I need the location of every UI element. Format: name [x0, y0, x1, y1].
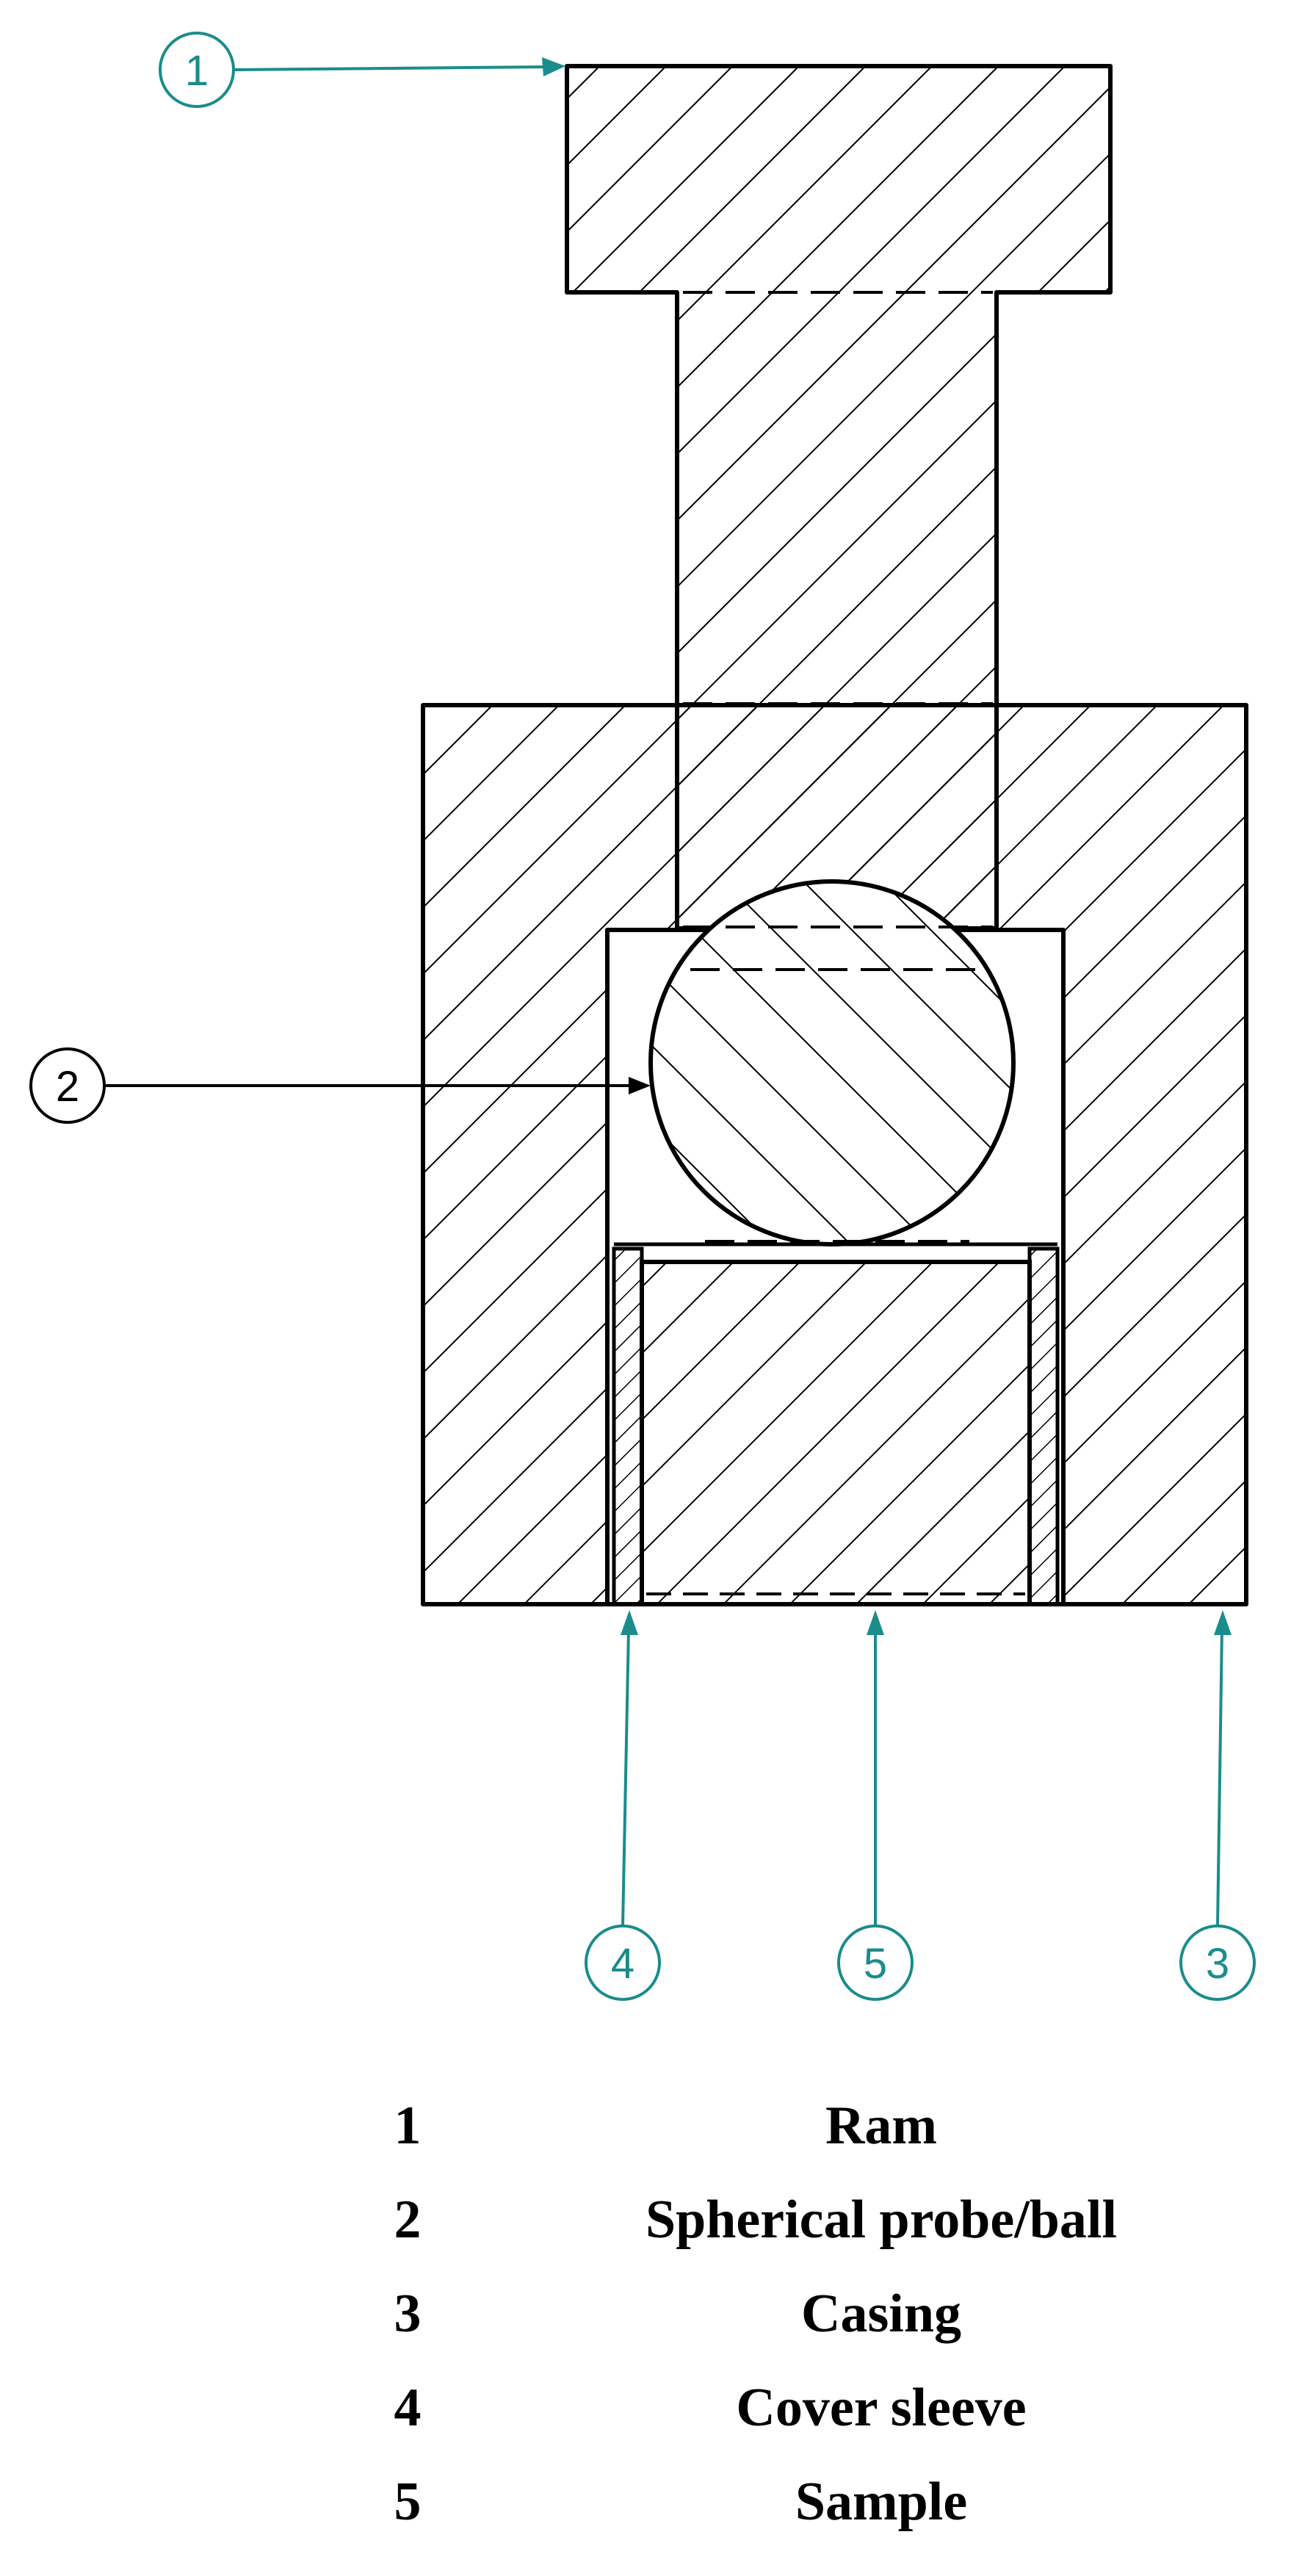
- callout-5-number: 5: [864, 1940, 887, 1988]
- callout-3-leader: [1216, 1628, 1223, 1927]
- legend-label: Ram: [825, 2095, 938, 2156]
- legend-row-5: 5 Sample: [316, 2455, 1270, 2549]
- legend-row-4: 4 Cover sleeve: [316, 2361, 1270, 2455]
- callout-5: 5: [837, 1610, 914, 2001]
- sample: [640, 1260, 1032, 1606]
- callout-2-bubble: [29, 1047, 106, 1124]
- callout-1-leader: [234, 65, 550, 71]
- legend-number: 3: [394, 2283, 422, 2344]
- callout-4-arrowhead: [621, 1610, 638, 1635]
- cover-sleeve-right-wall: [1027, 1246, 1060, 1606]
- ram: [565, 64, 1113, 931]
- section-drawing: 1 2 4 5 3: [29, 32, 1256, 2001]
- callout-4-bubble: [585, 1924, 661, 2001]
- callout-1-arrowhead: [542, 57, 565, 76]
- callout-3-arrowhead: [1214, 1610, 1232, 1635]
- parts-legend: 1 Ram 2 Spherical probe/ball 3 Casing 4 …: [316, 2079, 1270, 2549]
- ball-outline: [648, 879, 1016, 1246]
- legend-number: 1: [394, 2095, 422, 2156]
- callout-3-number: 3: [1206, 1940, 1229, 1988]
- legend-row-2: 2 Spherical probe/ball: [316, 2173, 1270, 2267]
- legend-label: Cover sleeve: [736, 2377, 1027, 2438]
- callout-3: 3: [1179, 1610, 1256, 2001]
- callout-3-bubble: [1179, 1924, 1256, 2001]
- legend-number: 2: [394, 2189, 422, 2250]
- callout-2: 2: [29, 1047, 651, 1124]
- legend-label: Sample: [795, 2471, 968, 2532]
- callout-5-arrowhead: [867, 1610, 884, 1635]
- callout-4-number: 4: [611, 1940, 634, 1988]
- legend-label: Casing: [801, 2283, 961, 2344]
- ball-hatch: [651, 881, 1013, 1244]
- callout-2-number: 2: [56, 1063, 79, 1111]
- legend-row-3: 3 Casing: [316, 2267, 1270, 2361]
- callout-4-leader: [621, 1628, 630, 1927]
- cover-sleeve-left-wall: [612, 1246, 644, 1606]
- callout-1: 1: [159, 32, 565, 108]
- callout-4: 4: [585, 1610, 661, 2001]
- legend-row-1: 1 Ram: [316, 2079, 1270, 2173]
- ram-body: [565, 64, 1113, 931]
- callout-1-number: 1: [185, 47, 209, 95]
- sample-body: [640, 1260, 1032, 1606]
- callout-5-bubble: [837, 1924, 914, 2001]
- legend-label: Spherical probe/ball: [645, 2189, 1118, 2250]
- callout-2-arrowhead: [629, 1077, 651, 1094]
- ball: [648, 879, 1016, 1246]
- legend-number: 5: [394, 2471, 422, 2532]
- callout-1-bubble: [159, 32, 235, 108]
- legend-number: 4: [394, 2377, 422, 2438]
